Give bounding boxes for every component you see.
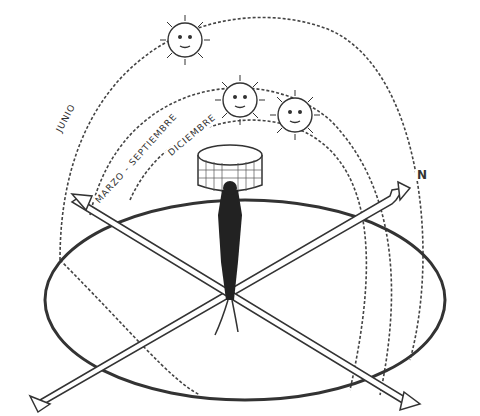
arrow-head xyxy=(72,194,92,210)
june-arc xyxy=(60,17,423,360)
person-with-cylinder xyxy=(198,145,262,335)
arrow-head xyxy=(400,392,420,410)
month-label: JUNIO xyxy=(53,100,79,136)
direction-label: N xyxy=(415,170,430,181)
arrow-head xyxy=(30,396,50,412)
month-label: MARZO - SEPTIEMBRE xyxy=(92,110,181,207)
june-arc-below xyxy=(60,260,200,395)
suns xyxy=(160,15,320,140)
arrow-head xyxy=(398,182,410,200)
direction-arrow xyxy=(72,198,410,404)
